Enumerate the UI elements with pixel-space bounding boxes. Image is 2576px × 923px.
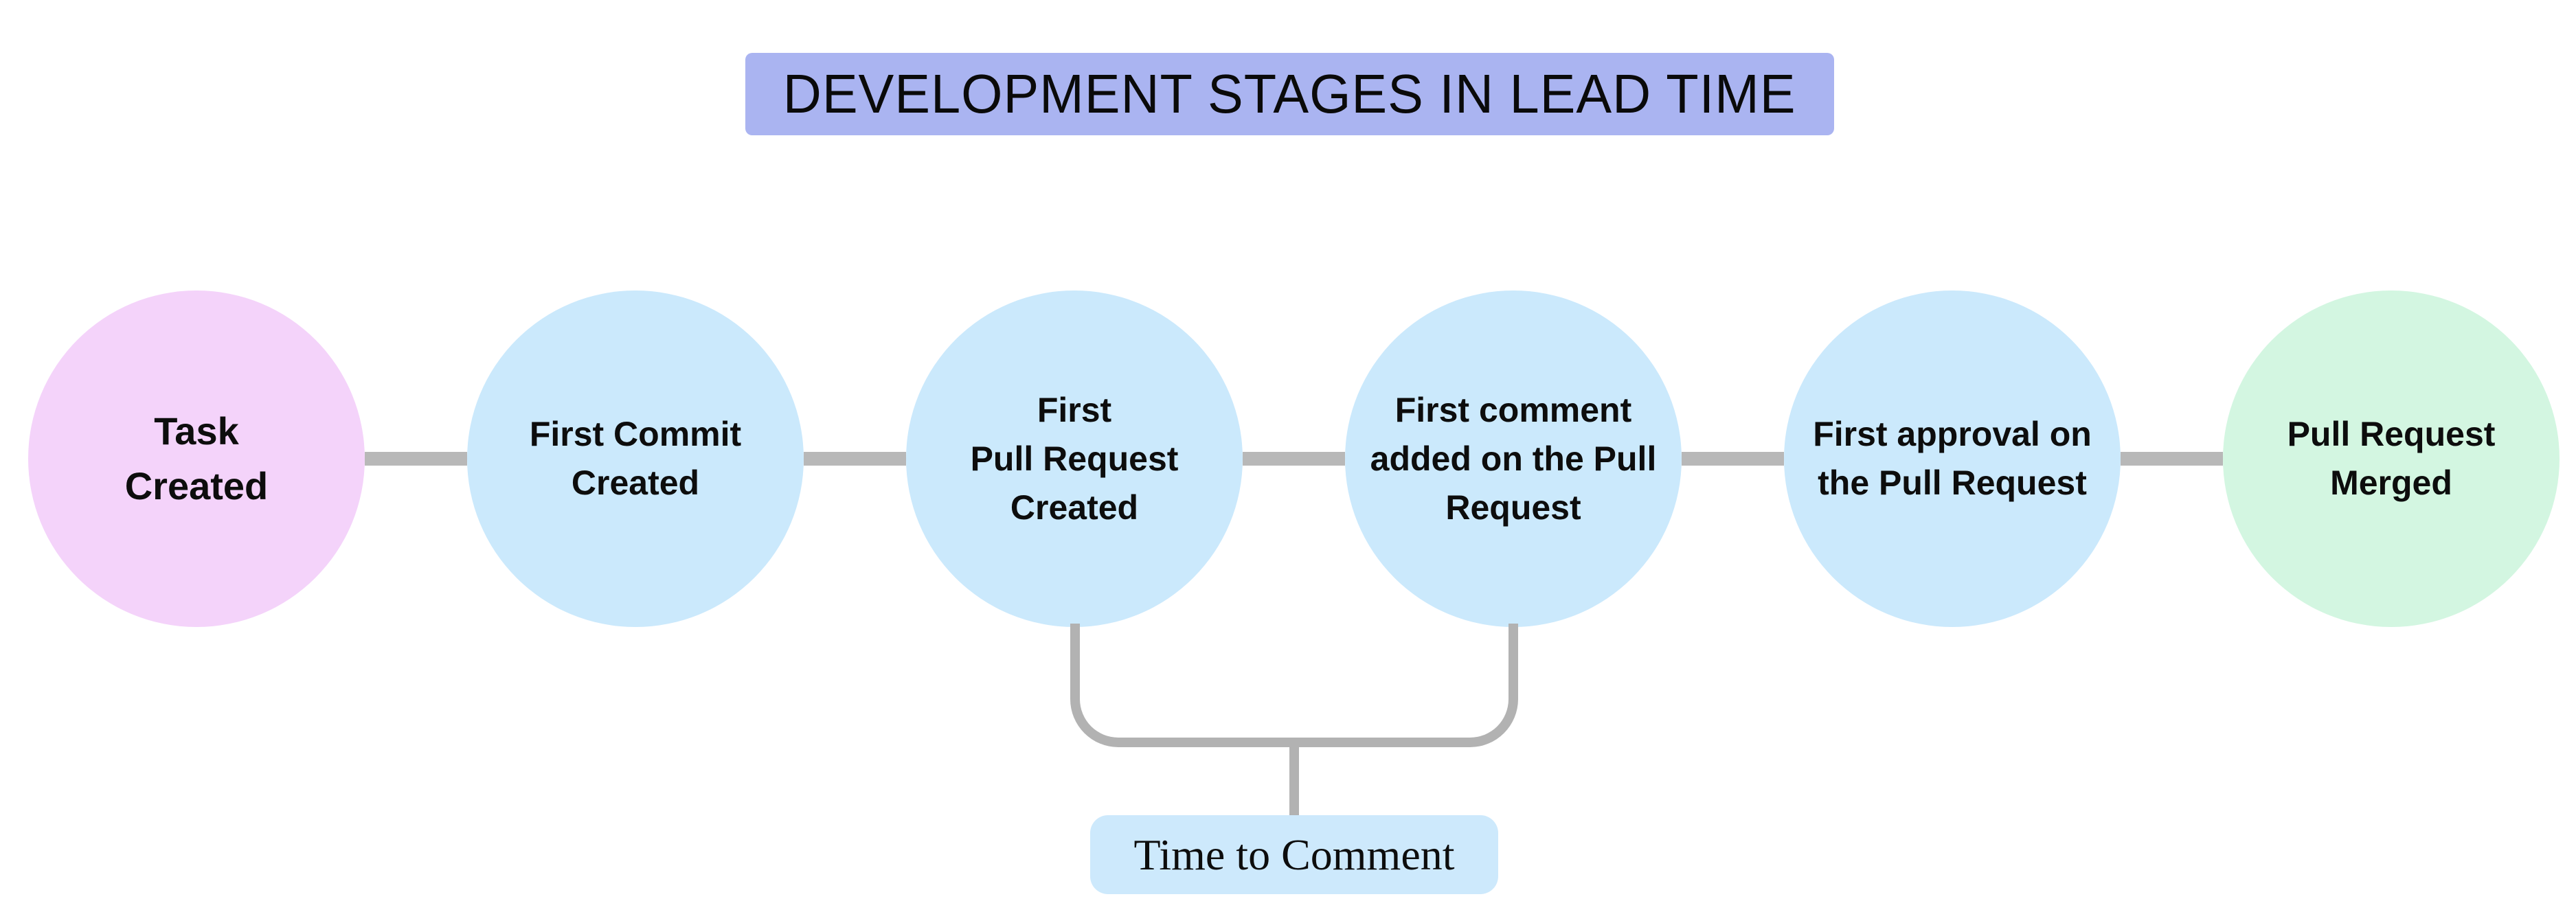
time-to-comment-label: Time to Comment (1090, 815, 1498, 894)
stage-circle-task-created: Task Created (28, 290, 365, 627)
stage-label: Task Created (124, 409, 269, 508)
stage-circle-first-approval: First approval on the Pull Request (1784, 290, 2121, 627)
diagram-title: DEVELOPMENT STAGES IN LEAD TIME (783, 63, 1796, 124)
connector-line (1682, 452, 1784, 466)
connector-line (1243, 452, 1345, 466)
stage-circle-pull-request-merged: Pull Request Merged (2223, 290, 2560, 627)
stage-label: Pull Request Merged (2287, 415, 2496, 502)
connector-line (2121, 452, 2223, 466)
stage-label: First Commit Created (529, 415, 742, 502)
stage-label: First comment added on the Pull Request (1370, 390, 1657, 527)
time-to-comment-text: Time to Comment (1133, 830, 1455, 879)
time-to-comment-bracket (1070, 624, 1518, 747)
connector-line (804, 452, 906, 466)
connector-line (365, 452, 467, 466)
stage-circle-first-pull-request-created: First Pull Request Created (906, 290, 1243, 627)
time-to-comment-bracket-stem (1289, 746, 1299, 815)
stage-circle-first-commit-created: First Commit Created (467, 290, 804, 627)
stage-label: First Pull Request Created (970, 390, 1179, 527)
stage-label: First approval on the Pull Request (1813, 415, 2092, 502)
stage-circle-first-comment-added: First comment added on the Pull Request (1345, 290, 1682, 627)
diagram-title-banner: DEVELOPMENT STAGES IN LEAD TIME (745, 53, 1834, 135)
